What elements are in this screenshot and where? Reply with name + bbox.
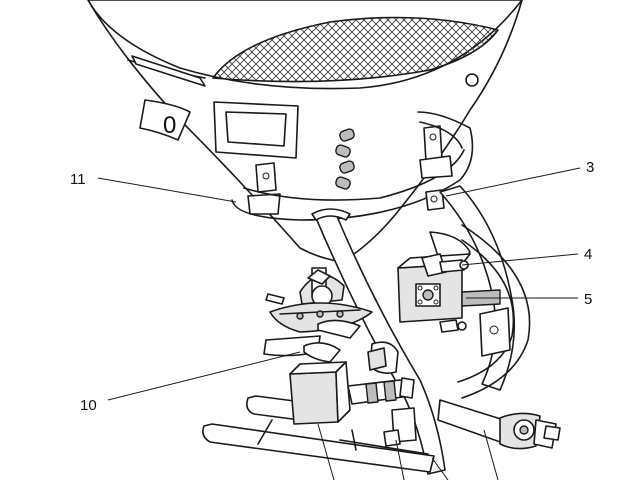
leader-4	[461, 253, 579, 266]
callout-leaders	[97, 167, 581, 480]
lower-gear-housing	[289, 361, 412, 425]
leader-lower-d	[431, 457, 449, 480]
callout-labels: 11 3 4 5 10	[70, 159, 594, 414]
leader-lower-b	[395, 439, 405, 480]
callout-label-3: 3	[586, 159, 594, 176]
pto-drive-shaft	[437, 399, 561, 450]
leader-lower-c	[483, 429, 499, 480]
callout-label-4: 4	[584, 246, 592, 263]
valve-assembly	[421, 253, 469, 333]
leader-3	[445, 167, 581, 197]
leader-10	[107, 351, 301, 401]
hopper-chain	[335, 128, 355, 190]
spreader-disc	[263, 293, 373, 363]
drive-head	[367, 341, 399, 374]
callout-label-5: 5	[584, 291, 592, 308]
support-ring	[231, 111, 474, 221]
inspection-window	[213, 101, 299, 159]
hopper-mark-label: 0	[163, 112, 176, 139]
leader-11	[97, 177, 237, 203]
hopper: 0	[87, 0, 523, 263]
agitator-assembly	[299, 267, 345, 307]
callout-label-10: 10	[80, 397, 97, 414]
hopper-mark-plate: 0	[139, 99, 191, 141]
leader-lower-a	[317, 423, 335, 480]
callout-label-11: 11	[70, 171, 86, 188]
